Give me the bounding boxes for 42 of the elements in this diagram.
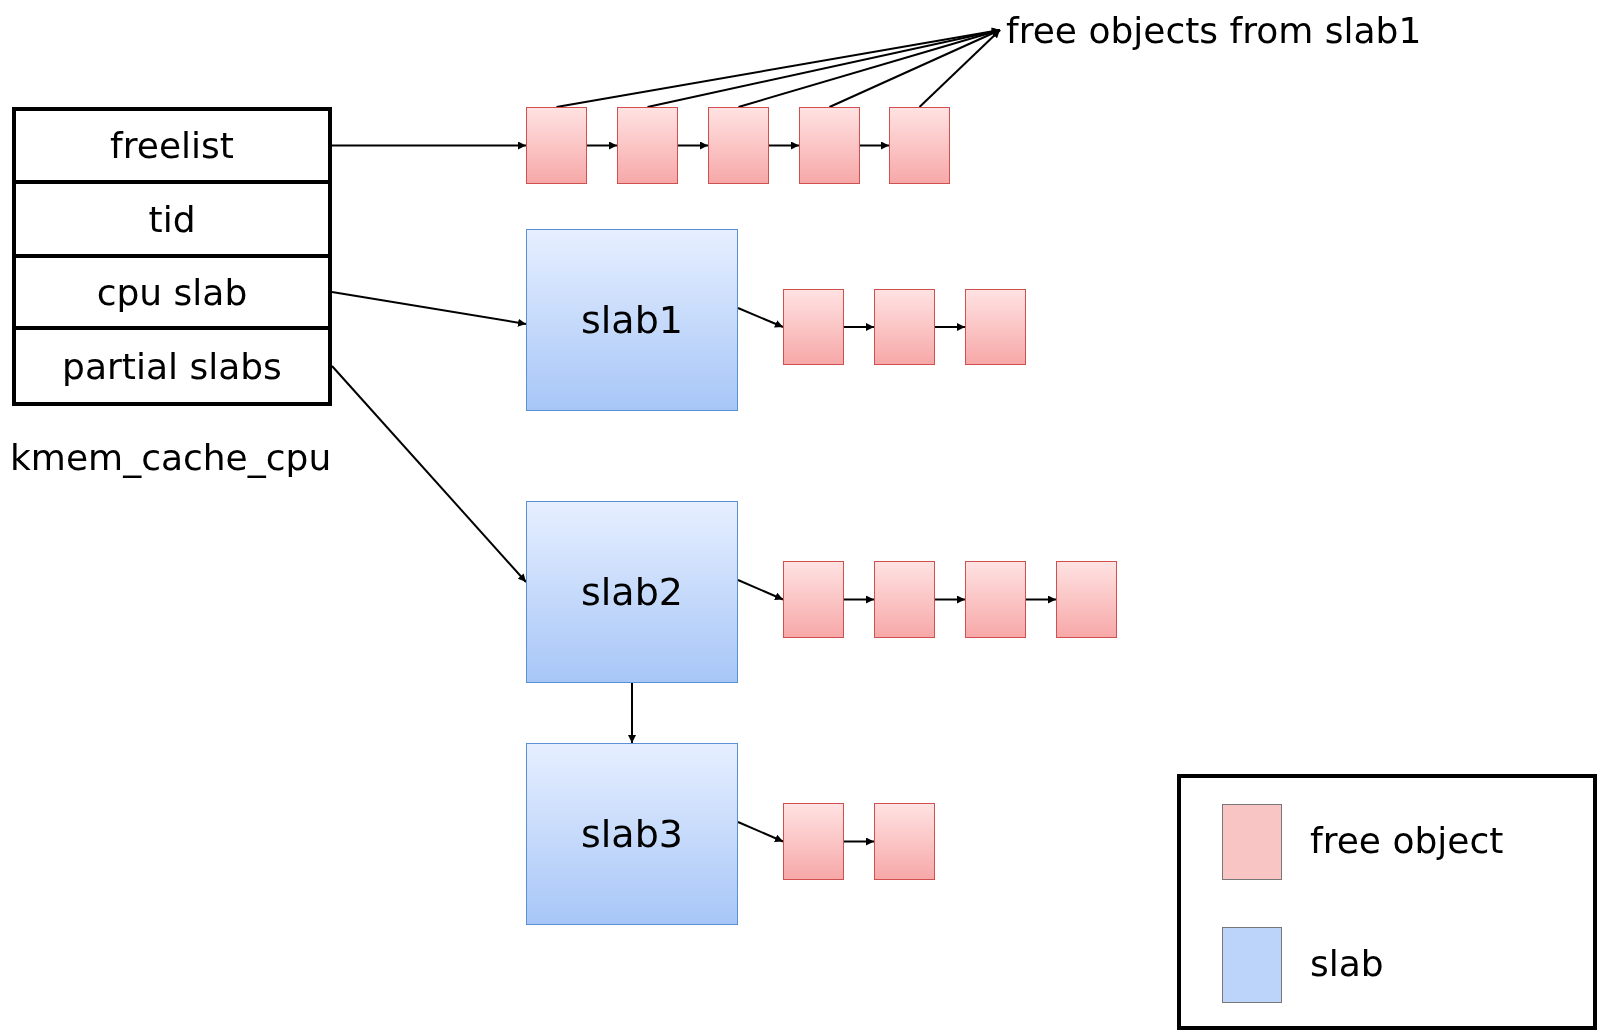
legend-label: slab bbox=[1310, 943, 1384, 984]
arrow bbox=[918, 29, 1001, 108]
arrow bbox=[843, 837, 875, 846]
free-object-box bbox=[617, 107, 678, 184]
free-object-box bbox=[799, 107, 860, 184]
arrow bbox=[828, 29, 1001, 108]
free-object-box bbox=[965, 561, 1026, 638]
arrow bbox=[331, 141, 527, 150]
arrow bbox=[331, 291, 527, 327]
note-text: free objects from slab1 bbox=[1006, 10, 1466, 54]
arrow bbox=[843, 323, 875, 331]
slab-box: slab2 bbox=[526, 501, 738, 683]
arrow bbox=[646, 27, 1001, 108]
legend-label: free object bbox=[1310, 820, 1504, 861]
free-object-box bbox=[526, 107, 587, 184]
slab-box: slab1 bbox=[526, 229, 738, 411]
free-object-box bbox=[874, 289, 935, 365]
free-object-box bbox=[783, 561, 844, 638]
free-object-box bbox=[889, 107, 950, 184]
free-object-box bbox=[708, 107, 769, 184]
arrow bbox=[843, 595, 875, 604]
arrow bbox=[934, 595, 966, 604]
arrow bbox=[628, 682, 636, 744]
arrow bbox=[737, 28, 1001, 108]
free-object-box bbox=[783, 289, 844, 365]
slab-box: slab3 bbox=[526, 743, 738, 925]
struct-name: kmem_cache_cpu bbox=[10, 437, 332, 478]
arrow bbox=[737, 821, 784, 843]
arrow bbox=[859, 141, 890, 150]
free-object-box bbox=[1056, 561, 1117, 638]
free-object-box bbox=[874, 803, 935, 880]
arrow bbox=[1025, 595, 1057, 604]
arrow bbox=[331, 365, 527, 583]
arrow bbox=[737, 307, 784, 328]
arrow bbox=[768, 141, 800, 150]
free-object-box bbox=[965, 289, 1026, 365]
free-object-box bbox=[874, 561, 935, 638]
free-object-box bbox=[783, 803, 844, 880]
arrow bbox=[934, 323, 966, 331]
arrow bbox=[677, 141, 709, 150]
arrow bbox=[737, 579, 784, 601]
arrow bbox=[586, 141, 618, 150]
